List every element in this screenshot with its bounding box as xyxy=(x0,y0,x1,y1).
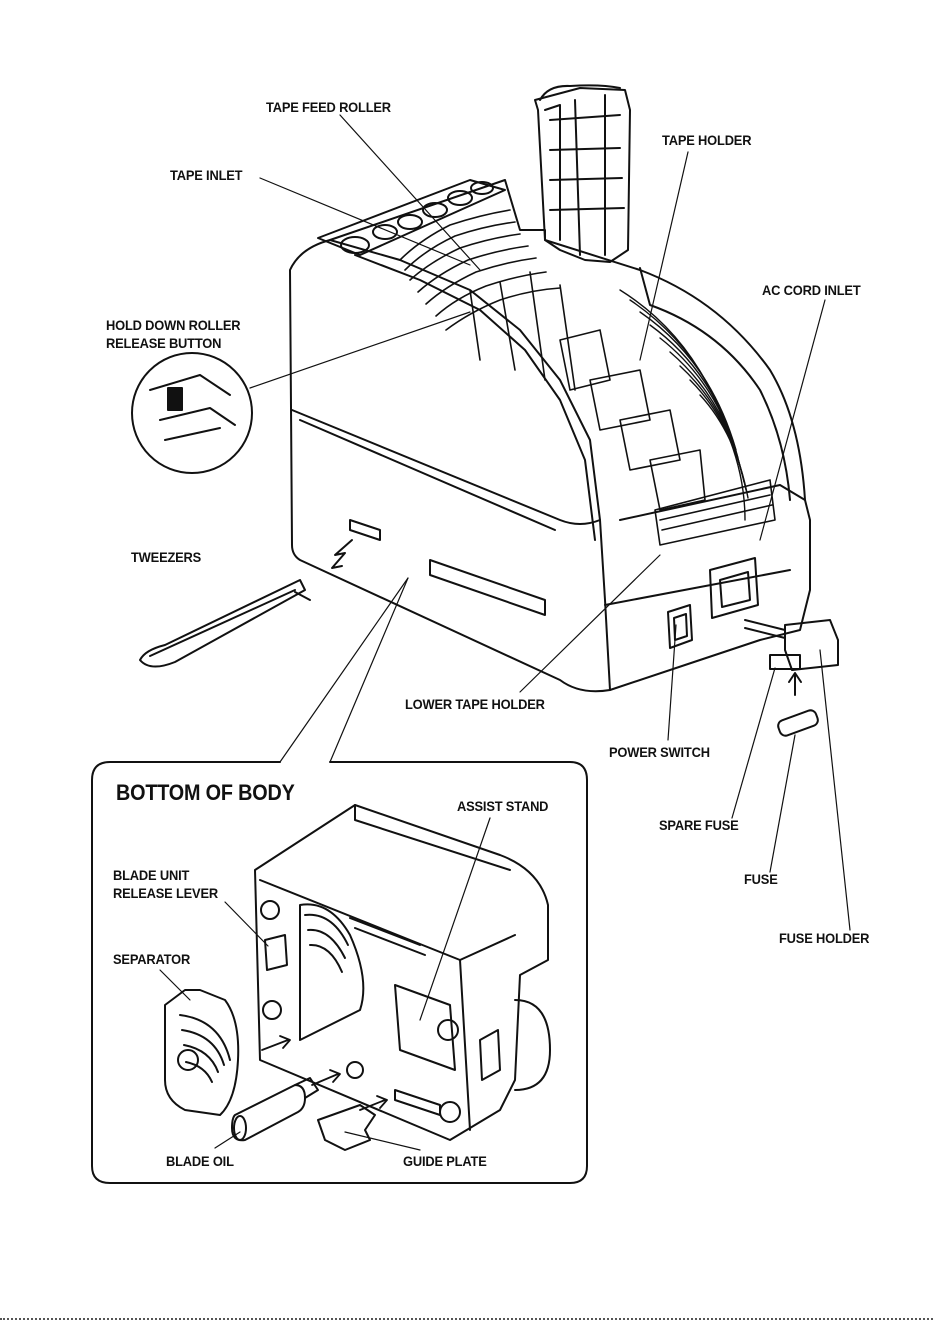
inset-arrows xyxy=(262,1036,387,1110)
power-switch-body xyxy=(668,605,692,648)
label-tweezers: TWEEZERS xyxy=(131,548,201,566)
ac-cord-inlet-body xyxy=(710,558,758,618)
label-hold-down-roller-release-button: HOLD DOWN ROLLER RELEASE BUTTON xyxy=(106,316,240,352)
hold-down-roller-detail xyxy=(132,353,252,473)
arrows xyxy=(332,540,801,695)
label-ac-cord-inlet: AC CORD INLET xyxy=(762,281,860,299)
label-lower-tape-holder: LOWER TAPE HOLDER xyxy=(405,695,545,713)
inset-title: BOTTOM OF BODY xyxy=(116,780,295,806)
label-spare-fuse: SPARE FUSE xyxy=(659,816,739,834)
inset-guide-plate xyxy=(318,1105,375,1150)
label-tape-inlet: TAPE INLET xyxy=(170,166,242,184)
page-bottom-edge xyxy=(0,1318,933,1320)
label-fuse-holder: FUSE HOLDER xyxy=(779,929,869,947)
inset-frame xyxy=(92,762,587,1183)
label-tape-holder: TAPE HOLDER xyxy=(662,131,751,149)
tweezers-drawing xyxy=(140,580,310,667)
inset-separator xyxy=(165,990,238,1115)
inset-bottom-body xyxy=(255,805,550,1140)
tape-holder-arm xyxy=(535,85,630,262)
label-fuse: FUSE xyxy=(744,870,778,888)
label-tape-feed-roller: TAPE FEED ROLLER xyxy=(266,98,391,116)
label-separator: SEPARATOR xyxy=(113,950,190,968)
label-guide-plate: GUIDE PLATE xyxy=(403,1152,487,1170)
inset-blade-oil xyxy=(232,1078,318,1140)
label-assist-stand: ASSIST STAND xyxy=(457,797,548,815)
label-power-switch: POWER SWITCH xyxy=(609,743,710,761)
label-blade-unit-release-lever: BLADE UNIT RELEASE LEVER xyxy=(113,866,218,902)
front-slot xyxy=(350,520,545,615)
feed-rollers xyxy=(400,210,575,390)
label-blade-oil: BLADE OIL xyxy=(166,1152,234,1170)
